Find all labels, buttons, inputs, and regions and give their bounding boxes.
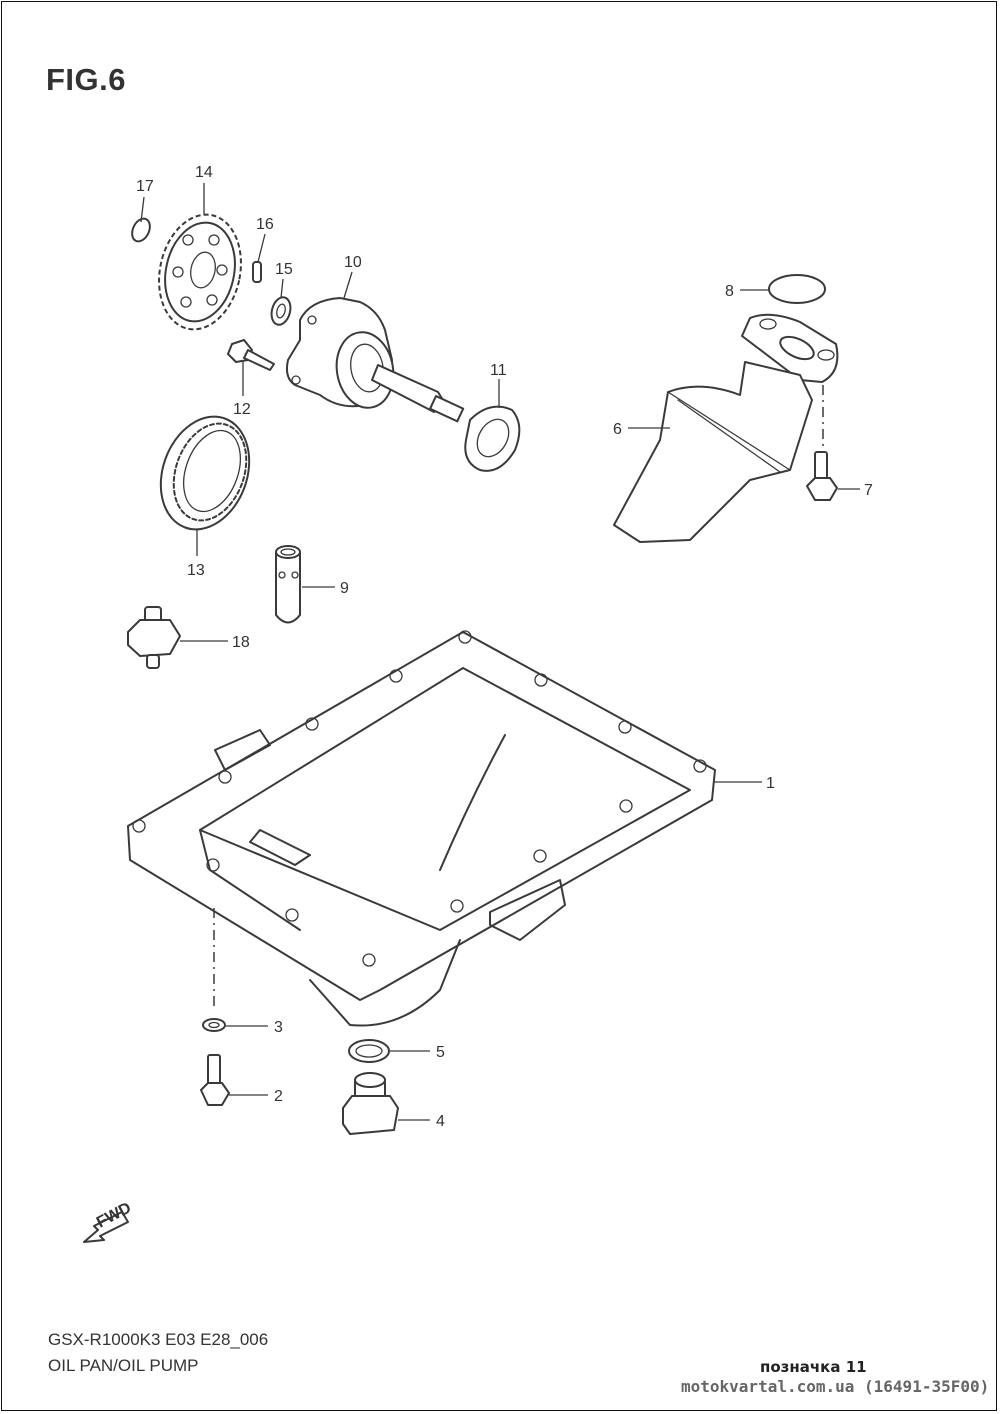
callout-4: 4	[436, 1113, 445, 1130]
callout-12: 12	[233, 401, 251, 418]
figure-title: FIG.6	[46, 62, 127, 97]
watermark: motokvartal.com.ua (16491-35F00)	[681, 1377, 990, 1396]
part-15-washer	[270, 296, 292, 326]
part-9-pipe	[275, 545, 301, 624]
part-3-washer	[202, 1018, 226, 1032]
part-13-gear	[159, 415, 251, 531]
part-5-gasket	[348, 1039, 390, 1063]
part-7-bolt	[806, 451, 838, 501]
callout-3: 3	[274, 1019, 283, 1036]
part-14-driven-gear	[158, 213, 242, 331]
callout-18: 18	[232, 634, 250, 651]
callout-labels: 17 14 16 15 10 12 11 8 6 7 13 9 18 1 3 2…	[136, 164, 873, 1130]
callout-7: 7	[864, 482, 873, 499]
part-11-gasket	[464, 405, 521, 472]
part-2-bolt	[200, 1054, 230, 1106]
part-17-circlip	[131, 217, 151, 243]
callout-10: 10	[344, 254, 362, 271]
callout-14: 14	[195, 164, 213, 181]
fwd-arrow-icon: FWD	[83, 1199, 134, 1243]
part-1-oil-pan	[127, 630, 716, 1027]
callout-11: 11	[490, 362, 507, 379]
callout-17: 17	[136, 178, 154, 195]
part-8-o-ring	[768, 274, 826, 304]
part-6-oil-strainer	[613, 313, 839, 543]
callout-6: 6	[613, 421, 622, 438]
callout-15: 15	[275, 261, 293, 278]
part-12-bolt	[227, 339, 275, 371]
part-16-pin	[252, 261, 262, 283]
callout-13: 13	[187, 562, 205, 579]
callout-8: 8	[725, 283, 734, 300]
callout-16: 16	[256, 216, 274, 233]
leader-lines	[140, 183, 860, 1121]
callout-5: 5	[436, 1044, 445, 1061]
callout-1: 1	[766, 775, 775, 792]
callout-9: 9	[340, 580, 349, 597]
part-18-pressure-switch	[127, 606, 181, 669]
mark-label: позначка 11	[760, 1358, 867, 1376]
callout-2: 2	[274, 1088, 283, 1105]
model-code: GSX-R1000K3 E03 E28_006	[48, 1330, 269, 1349]
part-10-oil-pump	[285, 297, 465, 423]
section-name: OIL PAN/OIL PUMP	[48, 1356, 199, 1375]
part-4-drain-plug	[342, 1072, 399, 1135]
